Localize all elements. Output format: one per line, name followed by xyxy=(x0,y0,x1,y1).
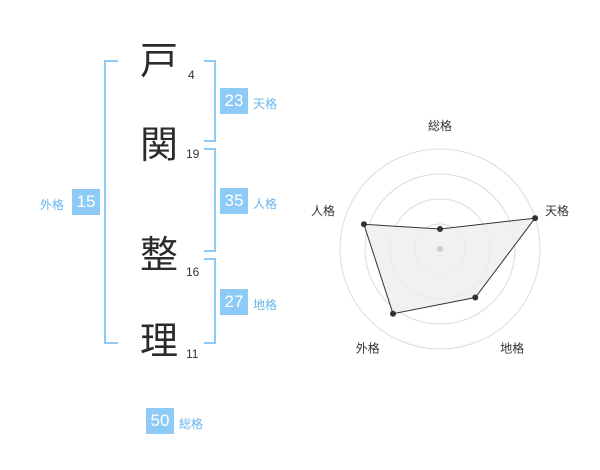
chikaku-label: 地格 xyxy=(253,298,278,312)
radar-ring-3 xyxy=(364,173,516,325)
gaikaku-bracket xyxy=(104,60,118,344)
chikaku-bracket xyxy=(204,258,216,344)
tenkaku-value: 23 xyxy=(220,88,248,114)
radar-point-0 xyxy=(437,226,443,232)
name-char-1: 戸 xyxy=(140,39,179,83)
radar-point-1 xyxy=(532,215,539,222)
radar-axis-label-3: 外格 xyxy=(356,341,380,356)
radar-ring-4 xyxy=(339,148,541,350)
stroke-count-3: 16 xyxy=(186,265,200,279)
radar-center-dot xyxy=(437,246,443,252)
jinkaku-label: 人格 xyxy=(253,197,278,211)
soukaku-value: 50 xyxy=(146,408,174,434)
radar-axis-label-2: 地格 xyxy=(500,341,524,356)
chikaku-value: 27 xyxy=(220,289,248,315)
gaikaku-label: 外格 xyxy=(40,198,65,212)
stroke-count-4: 11 xyxy=(186,347,199,361)
tenkaku-bracket xyxy=(204,60,216,142)
name-char-3: 整 xyxy=(140,233,179,277)
radar-point-2 xyxy=(472,294,479,301)
stroke-count-1: 4 xyxy=(188,68,195,82)
stroke-count-2: 19 xyxy=(186,147,200,161)
tenkaku-label: 天格 xyxy=(253,97,278,111)
name-char-2: 関 xyxy=(140,123,179,167)
radar-polygon xyxy=(363,217,537,315)
radar-points xyxy=(360,215,539,317)
jinkaku-value: 35 xyxy=(220,188,248,214)
radar-point-4 xyxy=(360,221,367,228)
radar-axis-label-1: 天格 xyxy=(545,203,569,218)
soukaku-label: 総格 xyxy=(179,417,204,431)
radar-point-3 xyxy=(389,310,396,317)
gaikaku-value: 15 xyxy=(72,189,100,215)
jinkaku-bracket xyxy=(204,148,216,252)
radar-axis-label-4: 人格 xyxy=(311,203,335,218)
name-char-4: 理 xyxy=(140,319,179,363)
radar-axis-label-0: 総格 xyxy=(428,118,452,133)
